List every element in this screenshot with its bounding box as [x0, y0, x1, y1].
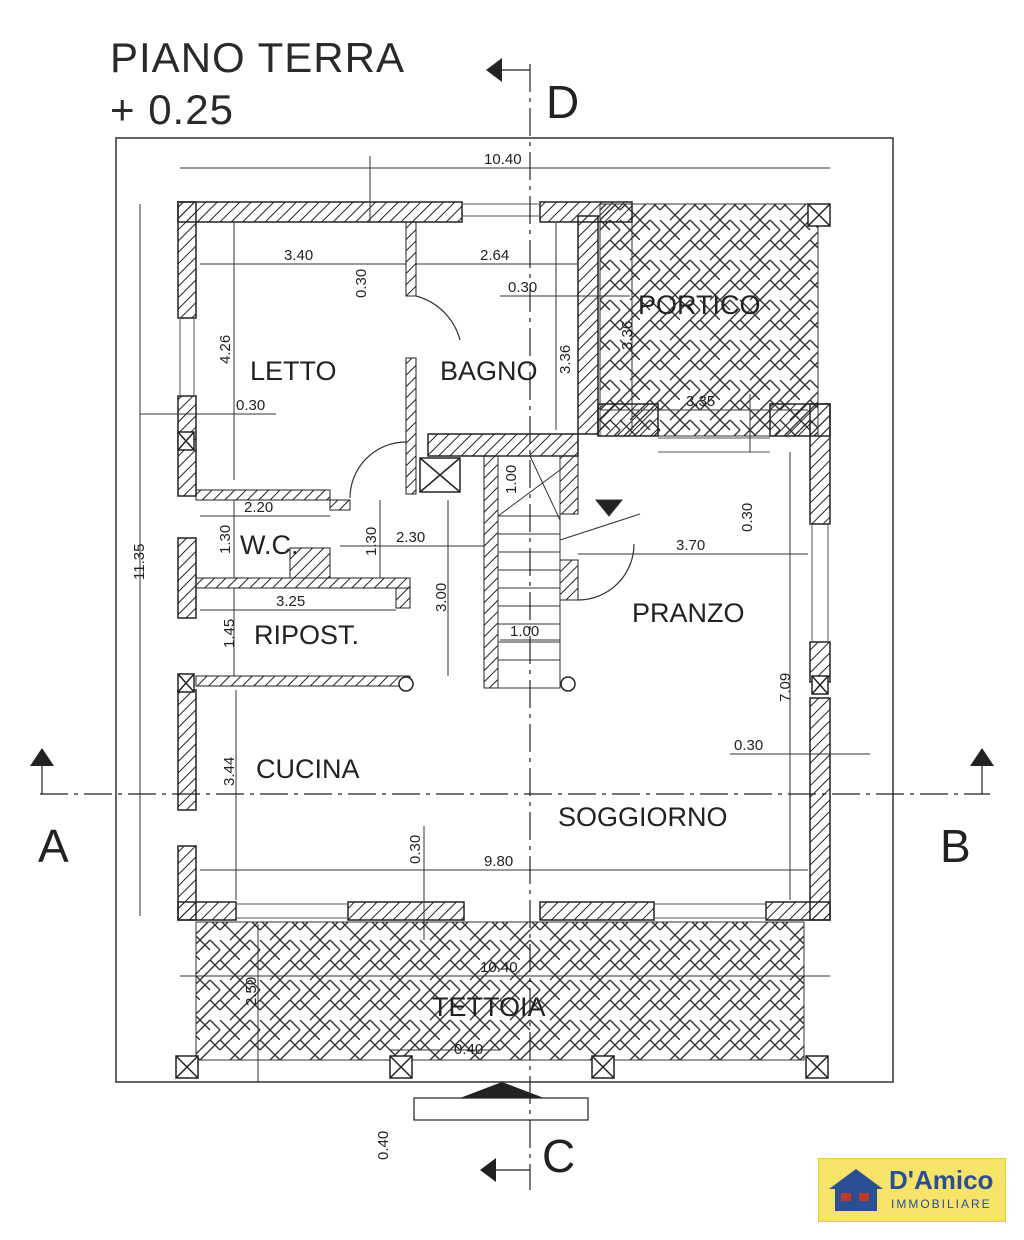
- dim-wall-d: 0.30: [739, 503, 756, 532]
- section-mark-c: C: [542, 1130, 575, 1182]
- dim-ripost-depth: 1.45: [221, 619, 238, 648]
- dim-hall-width: 2.30: [396, 529, 425, 546]
- openings: [179, 203, 829, 919]
- dim-tettoia-width: 10.40: [480, 959, 518, 976]
- dim-tettoia-depth: 2.50: [243, 977, 260, 1006]
- dimension-lines: [139, 156, 870, 1082]
- dim-wall-f: 0.30: [407, 835, 424, 864]
- house-icon: [829, 1169, 883, 1211]
- room-cucina: CUCINA: [256, 754, 360, 784]
- dim-cucina-depth: 3.44: [221, 757, 238, 786]
- section-arrows: [30, 58, 994, 1182]
- dim-wall-e: 0.30: [734, 737, 763, 754]
- door-swings: [349, 295, 635, 601]
- dim-overall-width-top: 10.40: [484, 151, 522, 168]
- dim-hall-depth: 1.30: [363, 527, 380, 556]
- floor-level: + 0.25: [110, 86, 234, 133]
- dim-wc-width: 2.20: [244, 499, 273, 516]
- section-mark-b: B: [940, 820, 971, 872]
- dim-hall-length: 3.00: [433, 583, 450, 612]
- section-mark-d: D: [546, 76, 579, 128]
- dim-pranzo-width: 3.70: [676, 537, 705, 554]
- columns: [175, 203, 831, 1079]
- dim-pranzo-depth: 7.09: [777, 673, 794, 702]
- dim-wall-a: 0.30: [353, 269, 370, 298]
- portico-paving: [599, 203, 819, 437]
- room-ripost: RIPOST.: [254, 620, 359, 650]
- room-portico: PORTICO: [638, 290, 761, 320]
- logo-subtitle: IMMOBILIARE: [891, 1197, 992, 1211]
- section-mark-a: A: [38, 820, 69, 872]
- dim-bagno-depth: 3.36: [557, 345, 574, 374]
- room-soggiorno: SOGGIORNO: [558, 802, 728, 832]
- room-pranzo: PRANZO: [632, 598, 745, 628]
- room-letto: LETTO: [250, 356, 337, 386]
- dim-portico-width: 3.35: [686, 393, 715, 410]
- dim-portico-depth: 3.36: [619, 321, 636, 350]
- dim-step-v: 0.40: [375, 1131, 392, 1160]
- dim-bagno-width: 2.64: [480, 247, 509, 264]
- dim-step-h: 0.40: [454, 1041, 483, 1058]
- outer-frame: [115, 137, 894, 1083]
- floor-title: PIANO TERRA: [110, 34, 405, 81]
- room-bagno: BAGNO: [440, 356, 538, 386]
- dim-soggiorno-width: 9.80: [484, 853, 513, 870]
- exterior-walls: [177, 201, 831, 921]
- dim-wall-c: 0.30: [236, 397, 265, 414]
- dim-overall-depth: 11.35: [131, 544, 148, 580]
- dim-letto-width: 3.40: [284, 247, 313, 264]
- tettoia-paving: [195, 921, 805, 1061]
- agency-logo: D'Amico IMMOBILIARE: [818, 1158, 1006, 1222]
- dim-ripost-width: 3.25: [276, 593, 305, 610]
- dim-stair-top: 1.00: [503, 465, 520, 494]
- logo-name: D'Amico: [889, 1165, 994, 1195]
- dim-stair-width: 1.00: [510, 623, 539, 640]
- interior-walls: [195, 221, 579, 689]
- room-tettoia: TETTOIA: [432, 992, 546, 1022]
- room-wc: W.C.: [240, 530, 299, 560]
- dim-wall-b: 0.30: [508, 279, 537, 296]
- dim-wc-depth: 1.30: [217, 525, 234, 554]
- dim-letto-depth: 4.26: [217, 335, 234, 364]
- staircase: [497, 455, 641, 689]
